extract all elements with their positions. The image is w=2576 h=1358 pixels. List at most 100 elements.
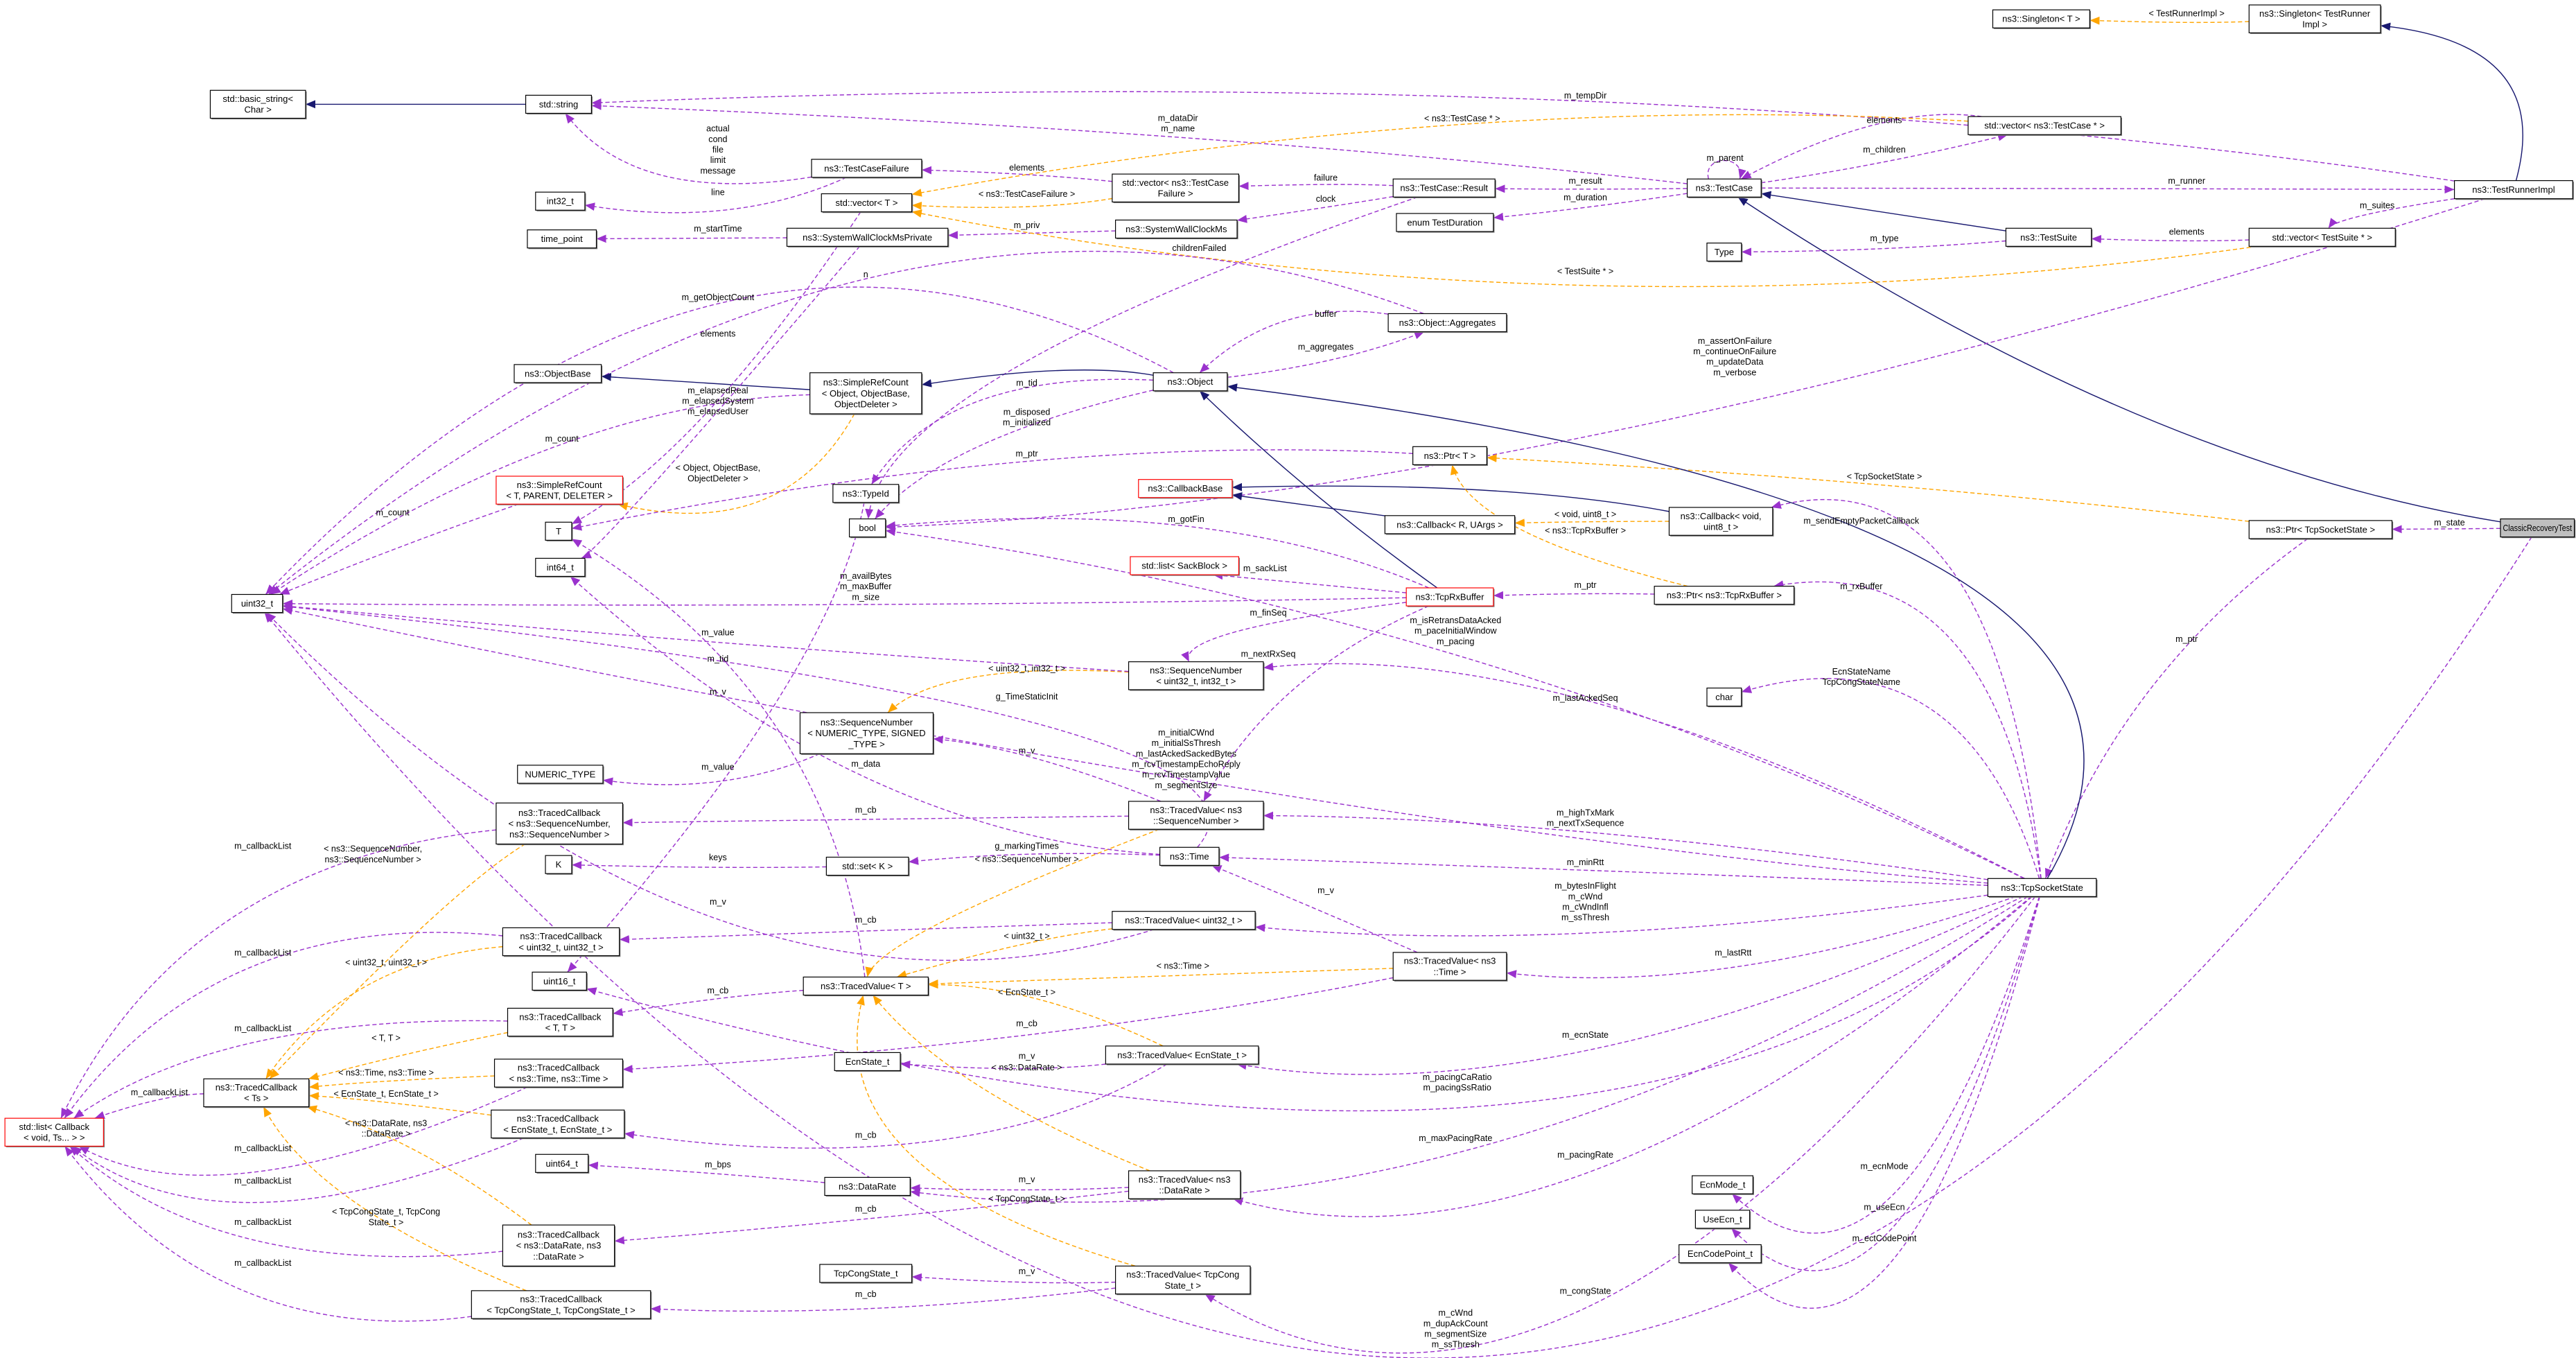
inheritance-edge [1737, 196, 2501, 523]
node-label: std::list< SackBlock > [1141, 561, 1227, 571]
class-node-seq32[interactable]: ns3::SequenceNumber< uint32_t, int32_t > [1128, 661, 1265, 691]
class-node-cbbase[interactable]: ns3::CallbackBase [1138, 479, 1234, 499]
class-node-tcf[interactable]: ns3::TestCaseFailure [811, 159, 923, 179]
class-node-tvu32[interactable]: ns3::TracedValue< uint32_t > [1112, 911, 1256, 931]
class-node-result[interactable]: ns3::TestCase::Result [1392, 178, 1496, 198]
class-node-tcecn[interactable]: ns3::TracedCallback< EcnState_t, EcnStat… [491, 1109, 626, 1140]
edge-label: m_useEcn [1864, 1203, 1904, 1212]
node-label: ns3::SequenceNumber > [509, 829, 609, 839]
class-node-basic-string[interactable]: std::basic_string<Char > [209, 89, 307, 120]
class-node-useecn[interactable]: UseEcn_t [1694, 1210, 1751, 1230]
class-node-string[interactable]: std::string [525, 94, 593, 115]
edge-label: < ns3::SequenceNumber > [975, 854, 1079, 864]
usage-edge [1771, 498, 2042, 879]
class-node-ecnmode[interactable]: EcnMode_t [1692, 1175, 1755, 1195]
class-node-vectc[interactable]: std::vector< ns3::TestCase * > [1968, 116, 2123, 136]
usage-edge [875, 390, 1154, 519]
class-node-tctime[interactable]: ns3::TracedCallback< ns3::Time, ns3::Tim… [493, 1059, 624, 1088]
class-node-rxbuf[interactable]: ns3::TcpRxBuffer [1405, 587, 1495, 607]
edge-label-line: ns3::SequenceNumber > [325, 855, 421, 864]
class-node-tvt[interactable]: ns3::TracedValue< T > [803, 976, 930, 997]
class-node-tvdr[interactable]: ns3::TracedValue< ns3::DataRate > [1128, 1170, 1242, 1200]
class-node-crt[interactable]: ClassicRecoveryTest [2500, 518, 2576, 539]
class-node-cbru[interactable]: ns3::Callback< R, UArgs > [1384, 515, 1516, 535]
class-node-ptrrx[interactable]: ns3::Ptr< ns3::TcpRxBuffer > [1654, 586, 1796, 606]
class-node-uint16[interactable]: uint16_t [532, 971, 588, 992]
class-node-ptrtss[interactable]: ns3::Ptr< TcpSocketState > [2248, 520, 2394, 540]
class-node-tctt[interactable]: ns3::TracedCallback< T, T > [507, 1007, 614, 1038]
usage-edge [282, 602, 1129, 672]
class-node-time[interactable]: ns3::Time [1159, 846, 1220, 867]
usage-edge [933, 735, 1162, 802]
class-node-int32[interactable]: int32_t [535, 191, 586, 211]
class-node-k[interactable]: K [545, 855, 573, 875]
class-node-uint64[interactable]: uint64_t [535, 1154, 590, 1174]
node-box [1987, 878, 2097, 897]
class-node-type[interactable]: Type [1706, 242, 1743, 263]
class-node-uint32[interactable]: uint32_t [231, 593, 284, 614]
class-node-vect[interactable]: std::vector< T > [821, 193, 913, 214]
class-node-swcp[interactable]: ns3::SystemWallClockMsPrivate [786, 227, 949, 247]
class-node-cbv[interactable]: ns3::Callback< void,uint8_t > [1668, 507, 1774, 537]
class-node-ecncp[interactable]: EcnCodePoint_t [1679, 1244, 1762, 1264]
edge-label-line: m_nextTxSequence [1547, 819, 1624, 828]
class-node-tcpcong[interactable]: TcpCongState_t [819, 1264, 913, 1284]
edge-label-line: m_callbackList [234, 1176, 292, 1186]
class-node-tcu32[interactable]: ns3::TracedCallback< uint32_t, uint32_t … [502, 927, 621, 957]
edge-label: m_v [1019, 746, 1035, 756]
node-label: NUMERIC_TYPE [525, 769, 595, 779]
class-node-singtri[interactable]: ns3::Singleton< TestRunnerImpl > [2248, 4, 2382, 35]
node-box [848, 518, 886, 538]
class-node-bool[interactable]: bool [848, 518, 887, 539]
class-node-setk[interactable]: std::set< K > [825, 856, 910, 877]
node-label: std::vector< TestSuite * > [2272, 232, 2372, 243]
edge-label-line: m_tid [1016, 378, 1037, 388]
class-node-char[interactable]: char [1706, 687, 1743, 708]
class-node-seqn[interactable]: ns3::SequenceNumber< NUMERIC_TYPE, SIGNE… [799, 712, 935, 755]
class-node-duration[interactable]: enum TestDuration [1396, 213, 1495, 233]
class-node-t[interactable]: T [545, 521, 573, 541]
edge-label-line: m_tid [708, 654, 729, 663]
class-node-src-t[interactable]: ns3::SimpleRefCount< T, PARENT, DELETER … [496, 476, 624, 505]
class-node-tvseq[interactable]: ns3::TracedValue< ns3::SequenceNumber > [1128, 801, 1265, 830]
node-label: EcnCodePoint_t [1688, 1248, 1753, 1259]
class-node-ts[interactable]: ns3::TracedCallback< Ts > [203, 1078, 310, 1108]
class-node-tccong[interactable]: ns3::TracedCallback< TcpCongState_t, Tcp… [471, 1290, 652, 1320]
usage-edge [613, 989, 804, 1016]
class-node-time-point[interactable]: time_point [527, 229, 598, 250]
node-box [493, 1059, 624, 1088]
class-node-tss[interactable]: ns3::TcpSocketState [1987, 878, 2098, 898]
class-node-src-o[interactable]: ns3::SimpleRefCount< Object, ObjectBase,… [809, 372, 923, 415]
class-node-ecnstate[interactable]: EcnState_t [834, 1052, 902, 1072]
class-node-vects[interactable]: std::vector< TestSuite * > [2248, 227, 2397, 247]
class-node-testcase[interactable]: ns3::TestCase [1686, 178, 1762, 198]
class-node-tri[interactable]: ns3::TestRunnerImpl [2453, 180, 2574, 200]
template-instance-edge [857, 995, 1136, 1267]
class-node-tvtime[interactable]: ns3::TracedValue< ns3::Time > [1392, 952, 1508, 982]
class-node-numeric[interactable]: NUMERIC_TYPE [517, 765, 604, 785]
class-node-tvecn[interactable]: ns3::TracedValue< EcnState_t > [1105, 1045, 1260, 1065]
class-node-aggr[interactable]: ns3::Object::Aggregates [1387, 313, 1508, 333]
usage-edge [1761, 132, 2008, 184]
class-node-datarate[interactable]: ns3::DataRate [824, 1176, 911, 1197]
class-node-ptrt[interactable]: ns3::Ptr< T > [1412, 446, 1488, 467]
class-node-tvcongt[interactable]: ns3::TracedValue< TcpCongState_t > [1115, 1265, 1252, 1296]
class-node-sack[interactable]: std::list< SackBlock > [1130, 556, 1241, 576]
edge-label-line: buffer [1315, 309, 1337, 319]
usage-edge [650, 1287, 1116, 1314]
class-node-tcdr[interactable]: ns3::TracedCallback< ns3::DataRate, ns3:… [502, 1224, 616, 1268]
class-node-singt[interactable]: ns3::Singleton< T > [1992, 9, 2091, 29]
class-node-swc[interactable]: ns3::SystemWallClockMs [1115, 219, 1238, 240]
class-node-objectbase[interactable]: ns3::ObjectBase [514, 364, 603, 384]
class-node-object[interactable]: ns3::Object [1153, 372, 1229, 392]
class-node-int64[interactable]: int64_t [535, 557, 586, 578]
class-node-list[interactable]: std::list< Callback< void, Ts... > > [4, 1117, 105, 1148]
usage-edge [1199, 311, 1389, 374]
class-node-typeid[interactable]: ns3::TypeId [832, 484, 900, 504]
class-node-testsuite[interactable]: ns3::TestSuite [2005, 227, 2093, 247]
edge-label: < ns3::TestCase * > [1424, 114, 1500, 123]
class-node-tcseq[interactable]: ns3::TracedCallback< ns3::SequenceNumber… [496, 802, 624, 846]
edge-label-line: < ns3::SequenceNumber > [975, 854, 1079, 864]
class-node-vectcf[interactable]: std::vector< ns3::TestCaseFailure > [1112, 173, 1241, 204]
inheritance-edge [1232, 492, 1385, 516]
